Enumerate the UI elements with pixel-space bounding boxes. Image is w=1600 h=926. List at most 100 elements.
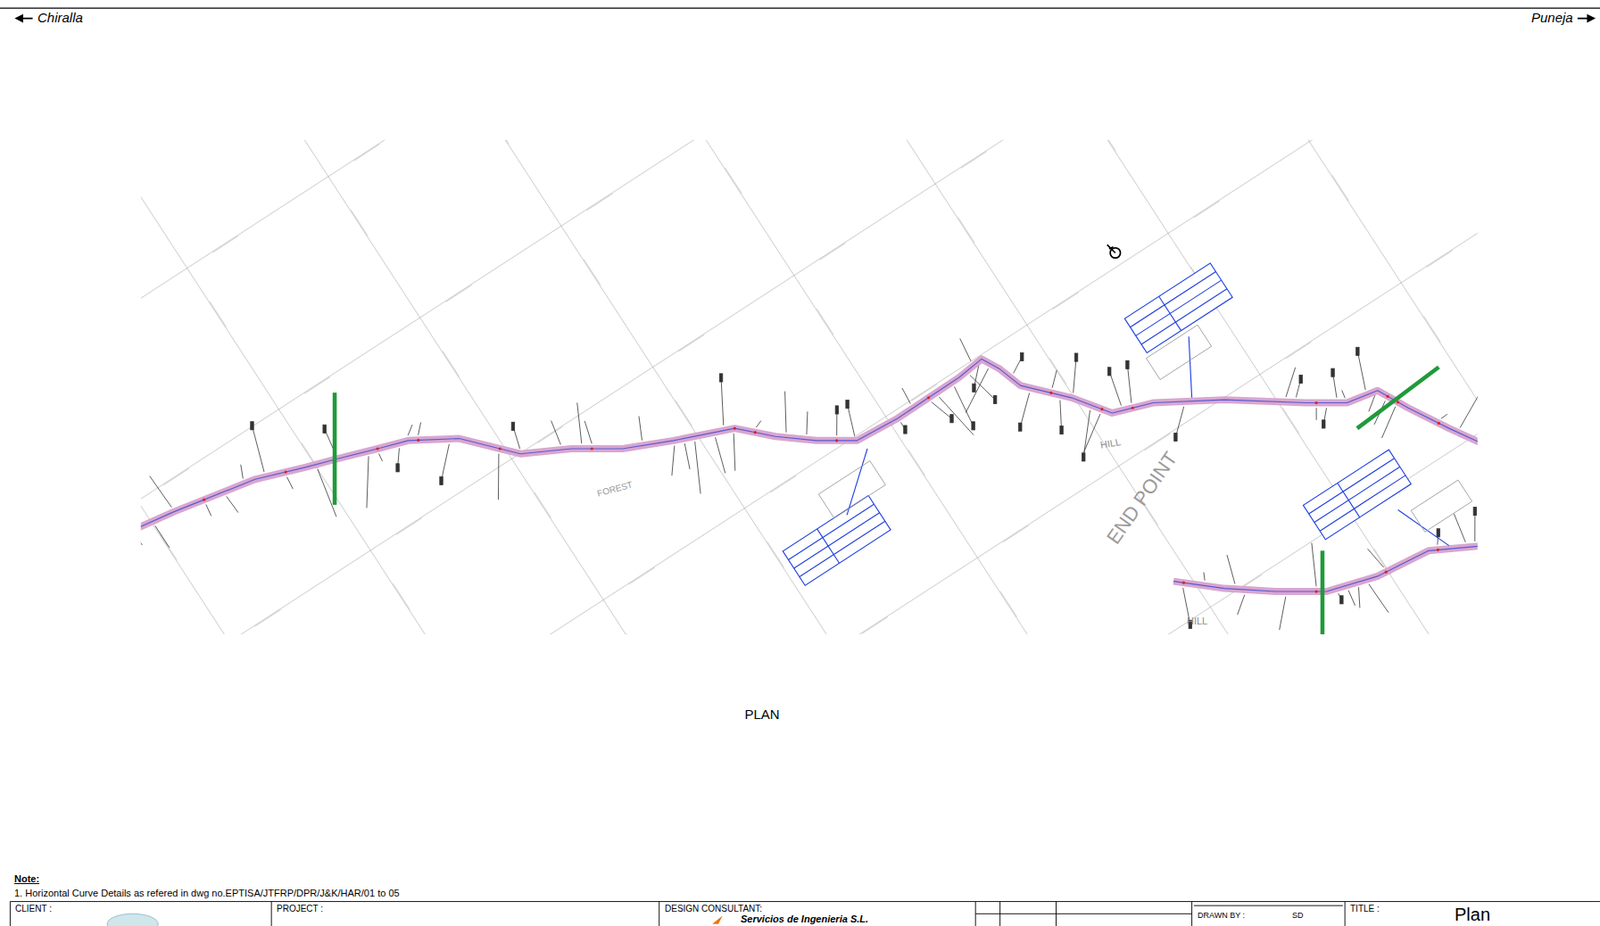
offset-leader [847,404,855,437]
chainage-mark [1019,422,1022,432]
terrain-label: HILL [1186,615,1208,628]
chainage-mark [1082,453,1086,462]
offset-leader [366,455,369,508]
offset-leader [684,443,690,470]
offset-leader [965,368,988,413]
survey-point [1437,422,1441,425]
offset-leader [715,437,726,473]
offset-leader [379,454,383,462]
offset-leader [1237,595,1245,615]
chainage-mark [719,373,722,382]
survey-point [754,431,757,434]
offset-leader [1073,357,1077,394]
offset-leader [1109,371,1121,406]
offset-leader [733,433,736,472]
offset-leader [1203,572,1205,581]
chainage-mark [1060,426,1063,435]
chainage-mark [845,400,849,409]
survey-point [284,470,288,473]
offset-leader [407,424,413,436]
survey-point [202,498,206,502]
offset-leader [806,411,808,435]
offset-leader [1453,513,1466,543]
note-heading: Note: [14,873,40,886]
offset-leader [902,388,911,405]
offset-leader [785,391,787,433]
chainage-mark [950,414,954,423]
offset-leader [584,421,592,444]
survey-point [927,396,930,399]
offset-leader [1459,392,1478,428]
offset-leader [1279,596,1286,631]
title-block-field: DRAWN BY : [1197,911,1245,921]
offset-leader [1316,407,1318,421]
direction-label: Puneja [1531,9,1574,25]
chainage-mark [1322,420,1326,429]
offset-leader [1342,389,1346,398]
chainage-mark [993,395,996,404]
offset-leader [1358,587,1360,608]
offset-leader [695,441,701,495]
title-block-field: PROJECT : [276,903,324,915]
chainage-mark [1299,374,1302,383]
chainage-mark [1356,347,1360,356]
offset-leader [287,477,294,490]
offset-leader [960,338,971,361]
chainage-mark [1107,367,1111,376]
offset-leader [1052,370,1057,389]
offset-leader [1382,406,1396,439]
chainage-mark [396,464,399,473]
offset-leader [1084,414,1101,453]
offset-leader [497,454,499,501]
survey-point [375,447,379,450]
offset-leader [1474,511,1476,542]
offset-leader [721,377,724,425]
survey-point [590,447,594,450]
direction-label: Chiralla [37,9,83,25]
offset-leader [551,421,562,446]
offset-leader [251,425,264,473]
title-block-field: TITLE : [1350,903,1380,915]
survey-point [1049,391,1053,395]
offset-leader [1441,414,1448,419]
offset-leader [418,422,422,435]
offset-leader [1175,406,1184,438]
chainage-mark [1436,529,1440,538]
chainage-mark [1340,596,1344,605]
drawing-caption: PLAN [744,706,780,722]
chainage-mark [1331,368,1335,377]
chainage-mark [1074,353,1078,362]
survey-point [835,439,838,442]
survey-point [1396,400,1400,404]
sheet-title: Plan [1454,904,1491,926]
survey-point [733,427,737,431]
survey-point [1182,581,1186,585]
offset-leader [1226,555,1236,584]
offset-leader [441,444,450,481]
offset-leader [240,464,244,480]
chainage-mark [511,422,514,431]
offset-leader [155,525,170,548]
offset-leader [671,445,675,476]
offset-leader [1368,584,1389,614]
offset-leader [755,421,762,429]
offset-leader [1367,548,1385,568]
offset-leader [1127,364,1131,404]
survey-point [1436,548,1440,552]
survey-point [1131,406,1135,410]
offset-leader [931,402,953,420]
chainage-mark [1126,360,1129,369]
chainage-mark [1174,432,1178,441]
offset-leader [140,535,143,546]
title-block-value: SD [1292,911,1304,921]
offset-leader [1348,590,1356,606]
title-block-field: DESIGN CONSULTANT: [664,903,763,915]
chainage-mark [323,424,326,433]
chainage-mark [971,422,975,431]
offset-leader [226,496,239,513]
chainage-mark [903,425,907,434]
survey-point [416,439,420,442]
offset-leader [577,403,582,445]
chainage-mark [250,422,254,431]
